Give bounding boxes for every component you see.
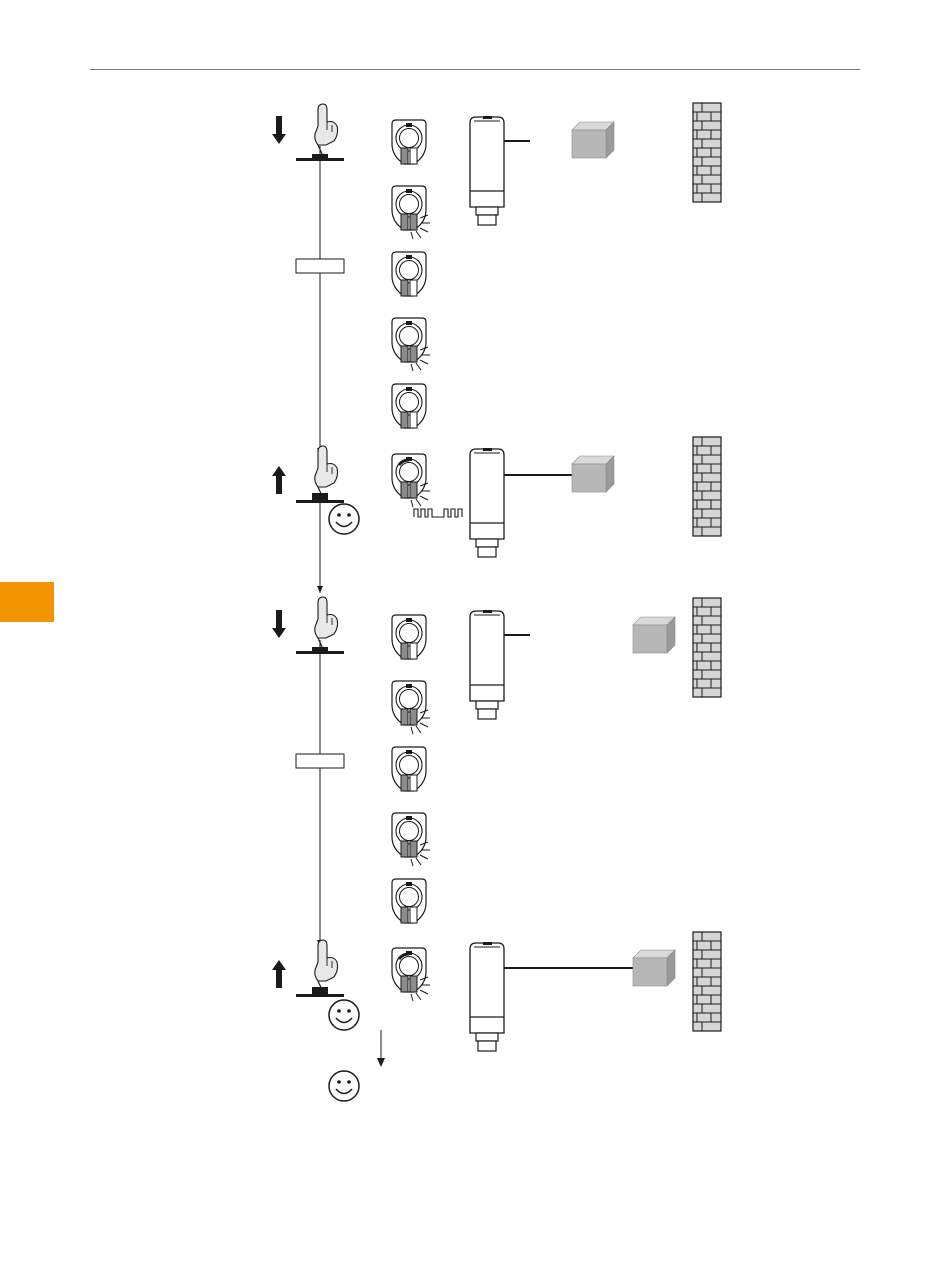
timeline-step-1 (317, 146, 323, 455)
led-indicator-icon (392, 120, 426, 164)
arrow-up-icon (272, 466, 286, 494)
hand-releasing-button-icon (296, 940, 344, 997)
brick-wall-background-icon (693, 103, 721, 202)
photoelectric-sensor-icon (470, 942, 504, 1051)
object-cube-icon (572, 122, 614, 158)
brick-wall-background-icon (693, 598, 721, 697)
led-flashing-icon (392, 454, 430, 507)
led-indicator-icon (392, 615, 426, 659)
photoelectric-sensor-icon (470, 116, 504, 225)
led-flashing-icon (392, 948, 430, 1001)
object-cube-icon (633, 950, 675, 986)
smiley-icon (329, 1071, 359, 1101)
timeline-step-3 (317, 640, 323, 947)
arrow-down-icon (272, 610, 286, 638)
photoelectric-sensor-icon (470, 610, 504, 719)
led-indicator-icon (392, 879, 426, 923)
led-indicator-icon (392, 252, 426, 296)
timer-box-2 (296, 754, 344, 768)
timeline-step-2 (317, 498, 323, 593)
brick-wall-background-icon (693, 932, 721, 1031)
final-arrow (377, 1030, 385, 1067)
timer-box-1 (296, 259, 344, 273)
smiley-icon (329, 504, 359, 534)
led-flashing-icon (392, 186, 430, 239)
led-flashing-icon (392, 318, 430, 371)
led-indicator-icon (392, 747, 426, 791)
led-flashing-icon (392, 681, 430, 734)
object-cube-icon (572, 456, 614, 492)
hand-releasing-button-icon (296, 446, 344, 503)
smiley-icon (329, 1000, 359, 1030)
photoelectric-sensor-icon (470, 448, 504, 557)
led-indicator-icon (392, 384, 426, 428)
led-flashing-icon (392, 813, 430, 866)
arrow-down-icon (272, 116, 286, 144)
brick-wall-background-icon (693, 437, 721, 536)
arrow-up-icon (272, 960, 286, 988)
object-cube-icon (633, 617, 675, 653)
switching-pulse-icon (414, 509, 462, 517)
